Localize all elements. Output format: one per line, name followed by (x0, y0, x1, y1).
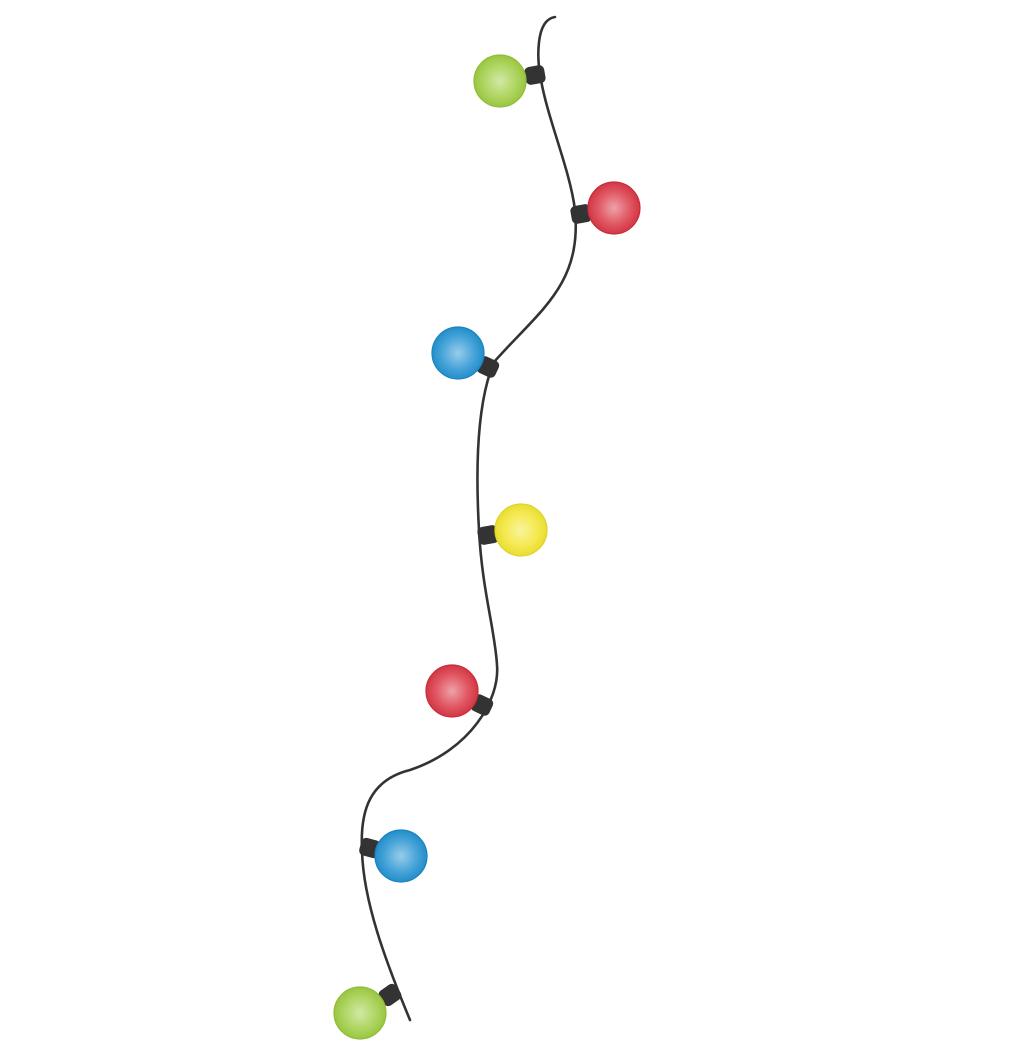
bulb-socket-icon (524, 65, 546, 85)
light-bulb-icon (431, 326, 485, 380)
bulb-socket-icon (570, 204, 592, 224)
bulbs-group (333, 54, 641, 1040)
yellow-bulb (477, 503, 548, 557)
bulb-socket-icon (477, 525, 499, 545)
red-bulb (425, 664, 494, 718)
light-bulb-icon (333, 986, 387, 1040)
light-bulb-icon (374, 829, 428, 883)
light-bulb-icon (425, 664, 479, 718)
blue-bulb (359, 829, 428, 883)
light-bulb-icon (494, 503, 548, 557)
green-bulb (473, 54, 546, 108)
green-bulb (333, 983, 402, 1040)
light-bulb-icon (587, 181, 641, 235)
blue-bulb (431, 326, 500, 380)
bulb-socket-icon (378, 983, 402, 1007)
red-bulb (570, 181, 641, 235)
light-bulb-icon (473, 54, 527, 108)
